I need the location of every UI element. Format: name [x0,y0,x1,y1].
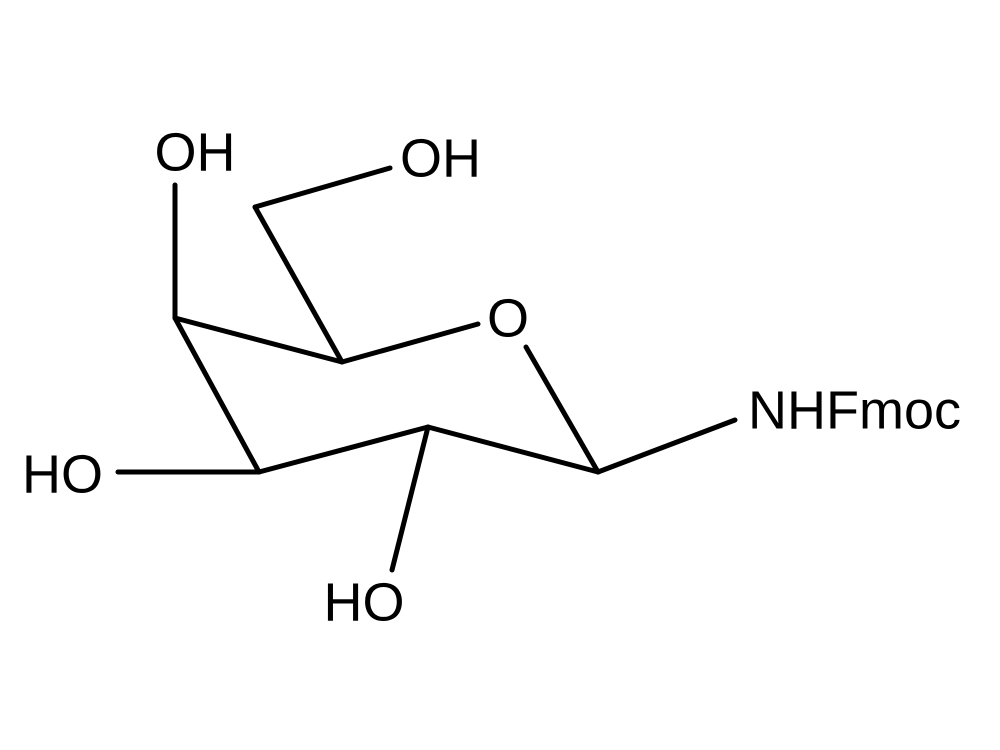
bond-c2-c3 [256,424,431,475]
bond-c2-oh [389,424,431,573]
ho-c3-label: HO [22,444,103,504]
nhfmoc-label: NHFmoc [748,380,961,440]
bond-c1-c2 [425,424,601,475]
oh-c6-label: OH [400,128,481,188]
bond-c5-ring-o [339,321,481,365]
bond-ring-o-c1 [523,344,601,475]
bond-c6-oh [252,165,393,210]
bond-c4-c5 [172,315,345,365]
bond-c3-c4 [172,315,262,475]
oh-c4-label: OH [155,122,236,182]
ring-oxygen-label: O [487,288,529,348]
ho-c2-label: HO [324,572,405,632]
bond-c1-n [595,417,738,475]
bond-c5-c6 [252,204,345,365]
